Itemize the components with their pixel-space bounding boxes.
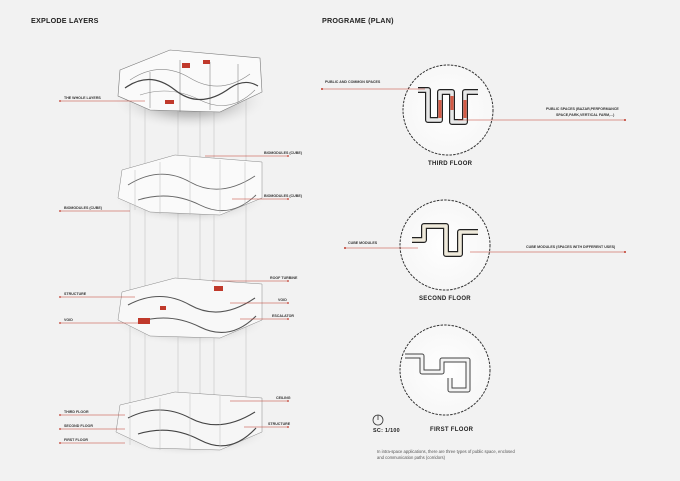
label-ceiling: CEILING	[276, 396, 291, 400]
label-biomodules-right-top: BIOMODULES (CUBE)	[264, 151, 302, 155]
label-void-left: VOID	[64, 318, 73, 322]
plan-first-floor	[399, 324, 491, 416]
plan-third-floor	[402, 64, 494, 156]
label-public-spaces-line1: PUBLIC SPACES (BAZAR,PERFORMANCE	[546, 107, 619, 111]
label-public-spaces-line2: SPACE,PARK,VERTICAL FARM,...)	[556, 113, 615, 117]
layer-floors	[110, 391, 270, 456]
label-escalator: ESCALATOR	[272, 314, 295, 318]
label-cube-modules-diff: CUBE MODULES (SPACES WITH DIFFERENT USES…	[526, 245, 616, 249]
label-structure-left: STRUCTURE	[64, 292, 87, 296]
layer-biomodules	[112, 154, 268, 224]
layer-whole	[112, 49, 268, 130]
layer-structure	[112, 277, 268, 346]
note-line-2: and communication paths (corridors)	[377, 455, 445, 460]
label-roof-turbine: ROOF TURBINE	[270, 276, 298, 280]
label-third-floor: THIRD FLOOR	[64, 410, 89, 414]
projection-lines	[129, 60, 247, 440]
leader-dots-plan	[321, 88, 626, 253]
leader-lines-left	[60, 100, 288, 444]
caption-third-floor: THIRD FLOOR	[428, 161, 473, 167]
label-second-floor: SECOND FLOOR	[64, 424, 93, 428]
label-biomodules-right-mid: BIOMODULES (CUBE)	[264, 194, 302, 198]
label-whole-layers: THE WHOLE LAYERS	[64, 96, 101, 100]
leader-dots-left	[59, 100, 289, 444]
label-public-common-spaces: PUBLIC AND COMMON SPACES	[325, 80, 381, 84]
label-biomodules-left: BIOMODULES (CUBE)	[64, 206, 102, 210]
leader-lines-plan	[322, 88, 625, 253]
caption-second-floor: SECOND FLOOR	[419, 296, 471, 302]
scale-marker	[372, 414, 384, 426]
programe-plan-title: PROGRAME (PLAN)	[322, 16, 394, 25]
explode-layers-title: EXPLODE LAYERS	[31, 16, 99, 25]
scale-text: SC: 1/100	[373, 428, 400, 434]
label-structure-right: STRUCTURE	[268, 422, 291, 426]
label-cube-modules: CUBE MODULES	[348, 241, 378, 245]
label-void-right: VOID	[278, 298, 287, 302]
plan-second-floor	[399, 199, 491, 291]
label-first-floor: FIRST FLOOR	[64, 438, 88, 442]
note-line-1: In intra-space applications, there are t…	[377, 449, 515, 454]
caption-first-floor: FIRST FLOOR	[430, 427, 474, 433]
